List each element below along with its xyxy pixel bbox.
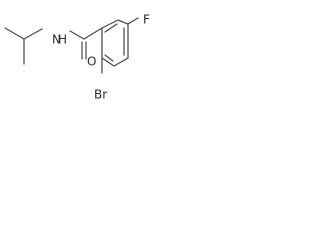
atom-label-fluorine: F	[143, 13, 150, 27]
ring-inner-double-bond-top	[104, 23, 118, 33]
bond-methyl-upper-left	[4, 27, 25, 40]
atom-label-bromine: Br	[94, 88, 107, 102]
ring-bond-top-right	[117, 19, 129, 25]
chemical-structure-diagram: N H O F Br	[4, 13, 150, 102]
ring-bond-bottom-left	[101, 57, 115, 67]
ring-inner-double-bond-bottom-left	[104, 54, 114, 62]
bond-nitrogen-to-carbonyl-carbon	[69, 30, 85, 40]
benzene-ring	[101, 19, 129, 67]
bond-carbonyl-carbon-to-ring	[83, 27, 103, 40]
bond-ring-to-fluorine	[127, 17, 139, 25]
atom-label-hydrogen: H	[58, 33, 67, 47]
ring-bond-right-lower	[113, 57, 129, 67]
bond-isopropyl-to-nitrogen	[23, 28, 43, 40]
ring-bond-top-left	[101, 19, 119, 29]
atom-label-nitrogen: N	[52, 33, 61, 47]
atom-label-oxygen: O	[87, 55, 96, 69]
isopropyl-group	[4, 27, 43, 65]
amide-group	[69, 27, 103, 60]
